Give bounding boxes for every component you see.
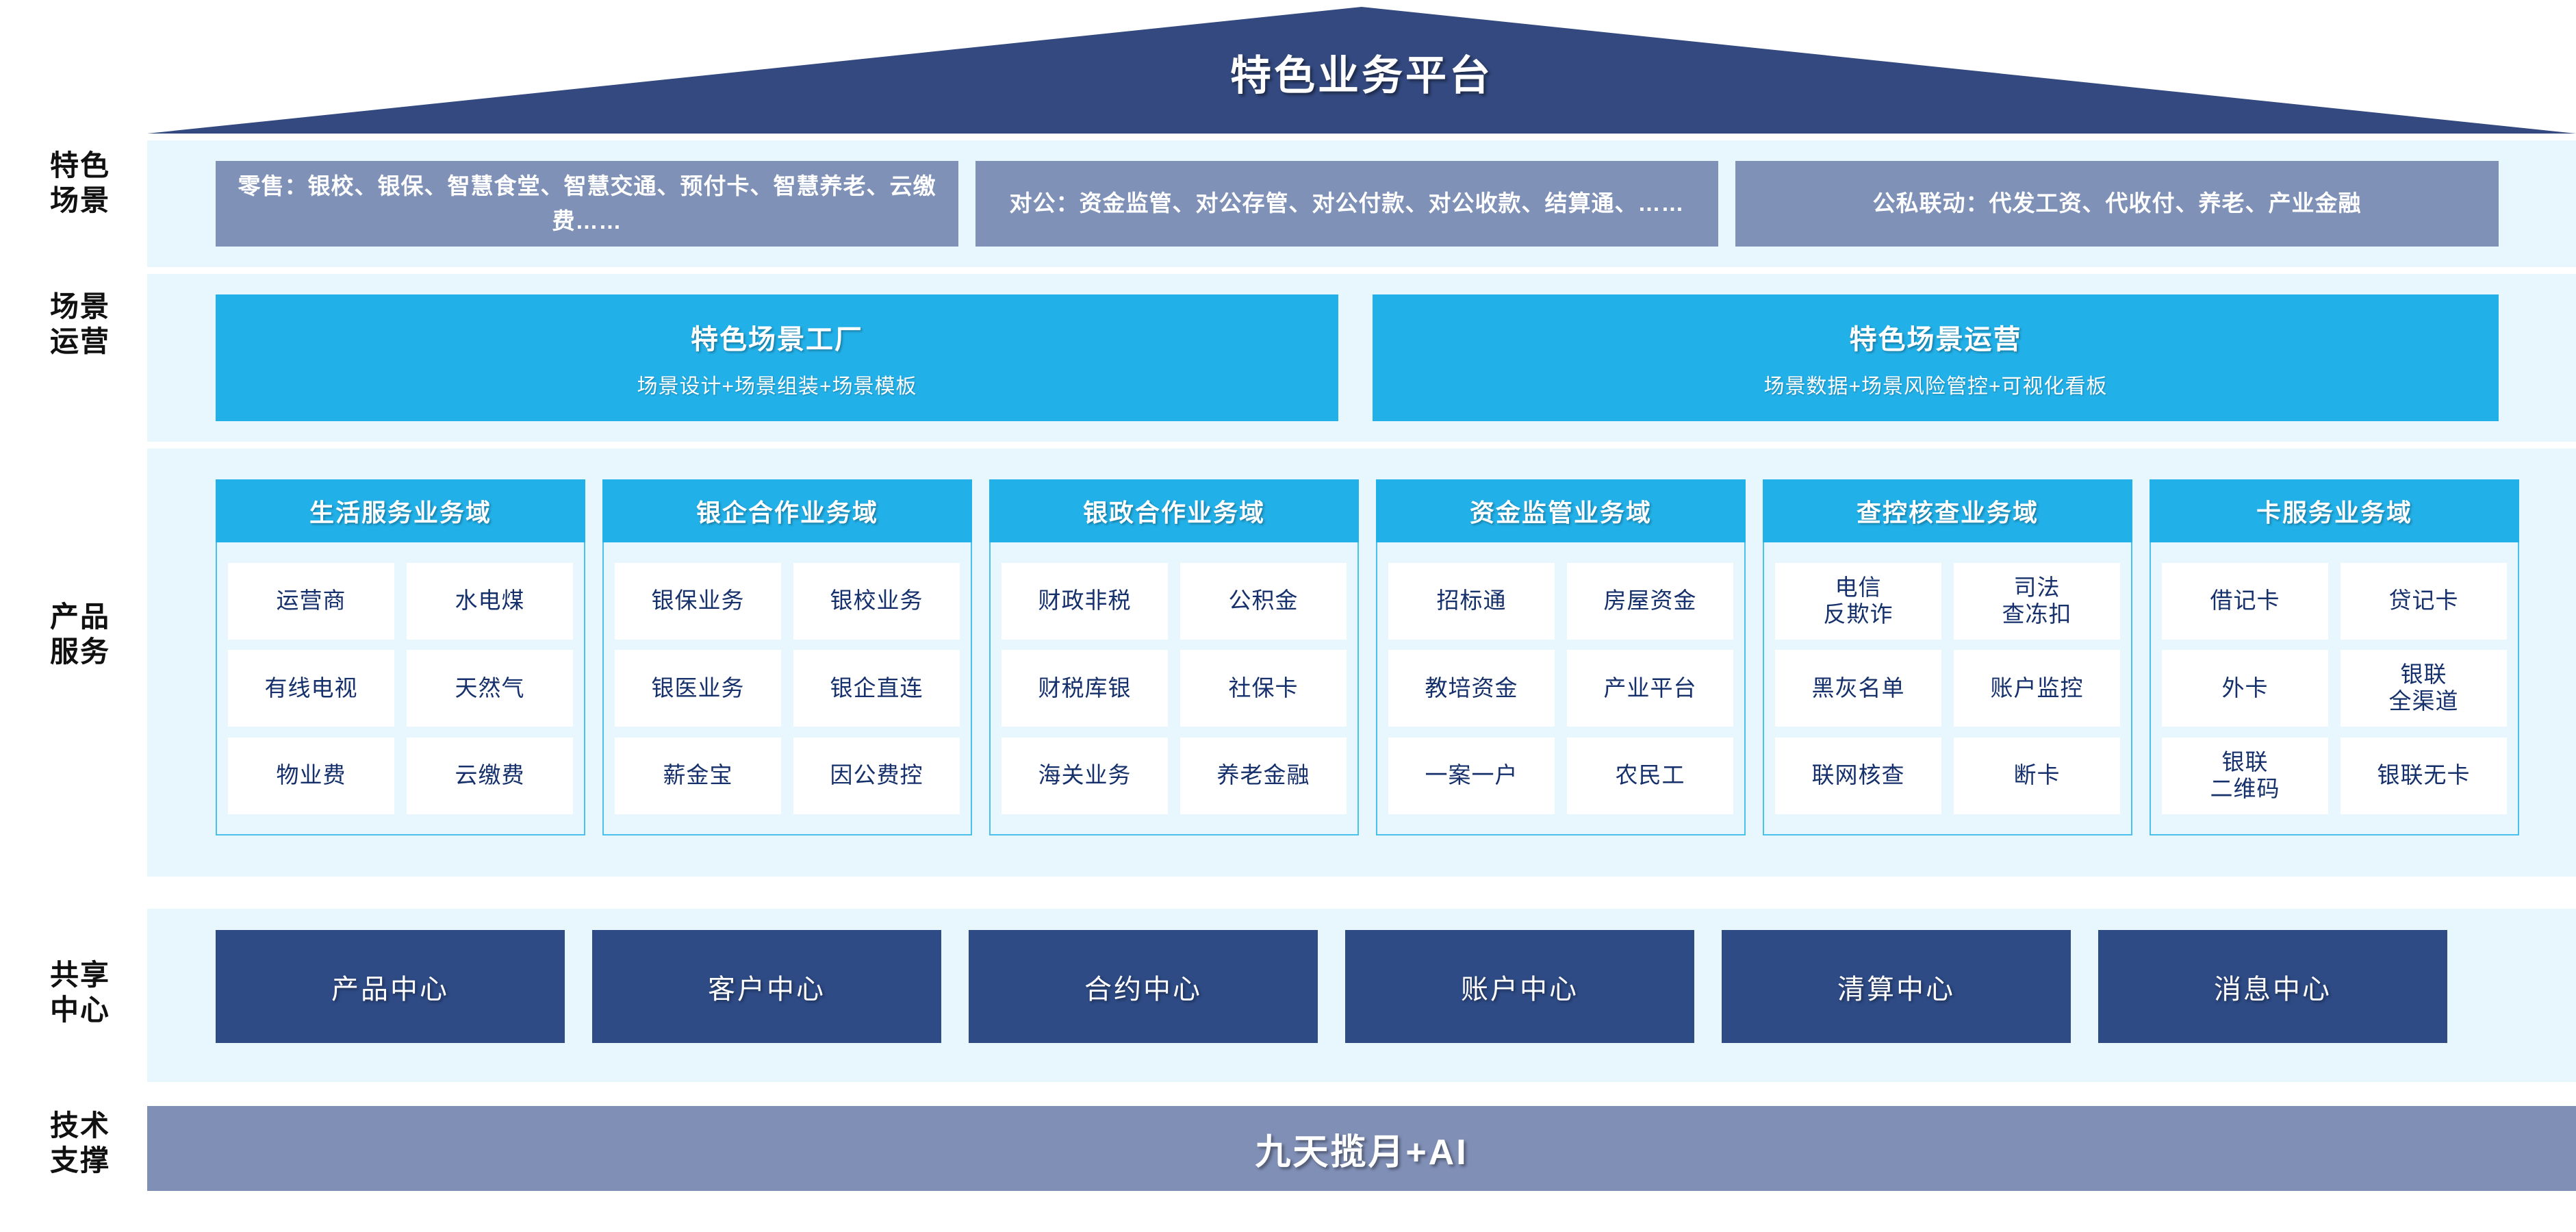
domain-cell[interactable]: 社保卡 (1180, 650, 1347, 727)
domain-cell[interactable]: 财政非税 (1002, 562, 1168, 640)
domain-cell[interactable]: 产业平台 (1567, 650, 1733, 727)
domain-cell[interactable]: 天然气 (407, 650, 573, 727)
domain-cell[interactable]: 财税库银 (1002, 650, 1168, 727)
domain-cell[interactable]: 运营商 (228, 562, 394, 640)
row-label-tech: 技术 支撑 (49, 1109, 110, 1177)
domain-cell[interactable]: 一案一户 (1388, 737, 1555, 814)
shared-center-customer[interactable]: 客户中心 (592, 930, 941, 1043)
shared-center-settlement[interactable]: 清算中心 (1722, 930, 2071, 1043)
row-label-operation: 场景 运营 (49, 290, 110, 358)
operation-box-running[interactable]: 特色场景运营 场景数据+场景风险管控+可视化看板 (1373, 294, 2499, 421)
operation-factory-subtitle: 场景设计+场景组装+场景模板 (637, 375, 917, 398)
domain-cell[interactable]: 银联无卡 (2341, 737, 2507, 814)
domain-cell[interactable]: 银企直连 (793, 650, 960, 727)
domain-row: 银保业务 银校业务 (615, 562, 960, 640)
domain-card-fund-supervision[interactable]: 资金监管业务域 招标通 房屋资金 教培资金 产业平台 一案一户 农民工 (1376, 479, 1746, 835)
domain-row: 海关业务 养老金融 (1002, 737, 1347, 814)
domain-body: 银保业务 银校业务 银医业务 银企直连 薪金宝 因公费控 (604, 542, 971, 834)
shared-center-product[interactable]: 产品中心 (216, 930, 565, 1043)
scene-box-corporate[interactable]: 对公：资金监管、对公存管、对公付款、对公收款、结算通、…… (975, 161, 1718, 247)
operation-factory-title: 特色场景工厂 (691, 324, 863, 355)
domain-cell[interactable]: 借记卡 (2162, 562, 2328, 640)
domain-row: 银医业务 银企直连 (615, 650, 960, 727)
domain-body: 运营商 水电煤 有线电视 天然气 物业费 云缴费 (217, 542, 584, 834)
shared-center-contract[interactable]: 合约中心 (969, 930, 1318, 1043)
page-title: 特色业务平台 (1230, 52, 1493, 99)
domain-body: 招标通 房屋资金 教培资金 产业平台 一案一户 农民工 (1377, 542, 1744, 834)
domain-title: 银企合作业务域 (602, 479, 972, 542)
scene-box-linkage[interactable]: 公私联动：代发工资、代收付、养老、产业金融 (1735, 161, 2499, 247)
domain-row: 借记卡 贷记卡 (2162, 562, 2507, 640)
domain-title: 查控核查业务域 (1763, 479, 2132, 542)
domain-cell[interactable]: 房屋资金 (1567, 562, 1733, 640)
row-label-scenes: 特色 场景 (49, 149, 110, 217)
domain-cell[interactable]: 贷记卡 (2341, 562, 2507, 640)
domain-cell[interactable]: 账户监控 (1954, 650, 2120, 727)
domain-cell[interactable]: 教培资金 (1388, 650, 1555, 727)
domain-cell[interactable]: 电信 反欺诈 (1775, 562, 1941, 640)
domain-row: 财政非税 公积金 (1002, 562, 1347, 640)
domain-cell[interactable]: 银联 二维码 (2162, 737, 2328, 814)
domain-cell[interactable]: 外卡 (2162, 650, 2328, 727)
domain-card-card-service[interactable]: 卡服务业务域 借记卡 贷记卡 外卡 银联 全渠道 银联 二维码 银联无卡 (2150, 479, 2519, 835)
domain-body: 财政非税 公积金 财税库银 社保卡 海关业务 养老金融 (991, 542, 1357, 834)
domain-card-bank-enterprise[interactable]: 银企合作业务域 银保业务 银校业务 银医业务 银企直连 薪金宝 因公费控 (602, 479, 972, 835)
domain-cell[interactable]: 黑灰名单 (1775, 650, 1941, 727)
domain-cell[interactable]: 养老金融 (1180, 737, 1347, 814)
domain-cell[interactable]: 水电煤 (407, 562, 573, 640)
domain-cell[interactable]: 有线电视 (228, 650, 394, 727)
domain-row: 薪金宝 因公费控 (615, 737, 960, 814)
domain-cell[interactable]: 云缴费 (407, 737, 573, 814)
domain-row: 财税库银 社保卡 (1002, 650, 1347, 727)
operation-running-title: 特色场景运营 (1849, 324, 2022, 355)
domain-row: 物业费 云缴费 (228, 737, 573, 814)
domain-title: 资金监管业务域 (1376, 479, 1746, 542)
domain-cell[interactable]: 联网核查 (1775, 737, 1941, 814)
domain-row: 银联 二维码 银联无卡 (2162, 737, 2507, 814)
domain-row: 电信 反欺诈 司法 查冻扣 (1775, 562, 2120, 640)
operation-running-subtitle: 场景数据+场景风险管控+可视化看板 (1763, 375, 2108, 398)
domain-body: 借记卡 贷记卡 外卡 银联 全渠道 银联 二维码 银联无卡 (2151, 542, 2518, 834)
domain-row: 运营商 水电煤 (228, 562, 573, 640)
domain-cell[interactable]: 海关业务 (1002, 737, 1168, 814)
tech-support-bar[interactable]: 九天揽月+AI (147, 1106, 2576, 1191)
domain-row: 外卡 银联 全渠道 (2162, 650, 2507, 727)
domain-cell[interactable]: 物业费 (228, 737, 394, 814)
domain-row: 一案一户 农民工 (1388, 737, 1733, 814)
domain-cell[interactable]: 农民工 (1567, 737, 1733, 814)
domain-row: 联网核查 断卡 (1775, 737, 2120, 814)
domain-row: 有线电视 天然气 (228, 650, 573, 727)
domain-cell[interactable]: 银保业务 (615, 562, 781, 640)
domain-card-bank-government[interactable]: 银政合作业务域 财政非税 公积金 财税库银 社保卡 海关业务 养老金融 (989, 479, 1359, 835)
domain-row: 黑灰名单 账户监控 (1775, 650, 2120, 727)
scene-box-retail[interactable]: 零售：银校、银保、智慧食堂、智慧交通、预付卡、智慧养老、云缴费…… (216, 161, 958, 247)
domain-cell[interactable]: 银联 全渠道 (2341, 650, 2507, 727)
domain-row: 教培资金 产业平台 (1388, 650, 1733, 727)
domain-cell[interactable]: 司法 查冻扣 (1954, 562, 2120, 640)
domain-cell[interactable]: 薪金宝 (615, 737, 781, 814)
domain-card-life-service[interactable]: 生活服务业务域 运营商 水电煤 有线电视 天然气 物业费 云缴费 (216, 479, 585, 835)
domain-body: 电信 反欺诈 司法 查冻扣 黑灰名单 账户监控 联网核查 断卡 (1764, 542, 2131, 834)
domain-row: 招标通 房屋资金 (1388, 562, 1733, 640)
shared-center-account[interactable]: 账户中心 (1345, 930, 1694, 1043)
domain-title: 卡服务业务域 (2150, 479, 2519, 542)
domain-cell[interactable]: 银校业务 (793, 562, 960, 640)
operation-box-factory[interactable]: 特色场景工厂 场景设计+场景组装+场景模板 (216, 294, 1338, 421)
domain-title: 银政合作业务域 (989, 479, 1359, 542)
shared-center-message[interactable]: 消息中心 (2098, 930, 2447, 1043)
domain-cell[interactable]: 招标通 (1388, 562, 1555, 640)
row-label-shared: 共享 中心 (49, 959, 110, 1027)
domain-cell[interactable]: 因公费控 (793, 737, 960, 814)
domain-title: 生活服务业务域 (216, 479, 585, 542)
domain-cell[interactable]: 银医业务 (615, 650, 781, 727)
domain-cell[interactable]: 公积金 (1180, 562, 1347, 640)
domain-cell[interactable]: 断卡 (1954, 737, 2120, 814)
domain-card-investigation[interactable]: 查控核查业务域 电信 反欺诈 司法 查冻扣 黑灰名单 账户监控 联网核查 断卡 (1763, 479, 2132, 835)
row-label-product: 产品 服务 (49, 601, 110, 668)
